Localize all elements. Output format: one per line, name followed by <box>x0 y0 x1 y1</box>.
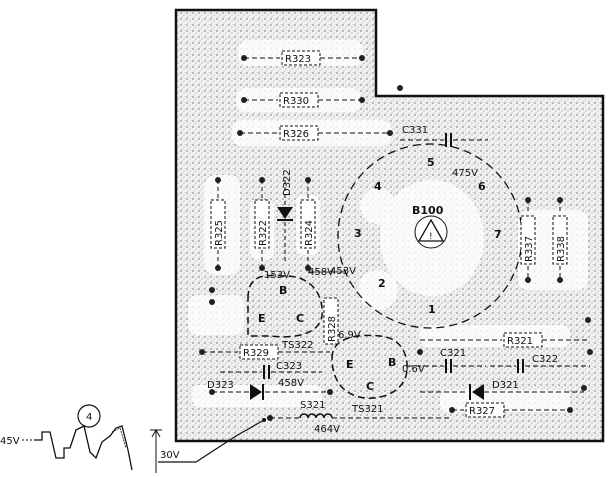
tube-socket-label: B100 <box>412 204 444 217</box>
svg-text:C321: C321 <box>440 348 466 359</box>
voltage-464v: 464V <box>314 424 340 435</box>
svg-text:TS321: TS321 <box>351 404 384 415</box>
resistor-r326: R326 <box>240 125 390 141</box>
svg-text:R328: R328 <box>327 316 338 342</box>
voltage-6-9v: 6.9V <box>338 330 361 341</box>
svg-text:C331: C331 <box>402 125 428 136</box>
svg-text:R321: R321 <box>507 336 533 347</box>
svg-text:TS322: TS322 <box>281 340 314 351</box>
pin-3: 3 <box>354 227 362 240</box>
waveform-pointer <box>158 419 265 463</box>
resistor-r327: R327 <box>452 402 570 418</box>
pin-7: 7 <box>494 228 502 241</box>
pin-4: 4 <box>374 180 382 193</box>
svg-text:E: E <box>346 358 354 371</box>
resistor-r338: R338 <box>552 200 568 280</box>
capacitor-c322: C322 <box>490 354 590 373</box>
capacitor-c323: C323 <box>220 361 322 379</box>
resistor-r329: R329 <box>202 344 330 360</box>
svg-text:R325: R325 <box>214 220 225 246</box>
transistor-ts322: B E C TS322 <box>247 274 323 351</box>
waveform-trace <box>34 425 133 471</box>
coil-s321: S321 <box>270 400 452 419</box>
resistor-r337: R337 <box>520 200 536 280</box>
pin-2: 2 <box>378 277 386 290</box>
svg-text:E: E <box>258 312 266 325</box>
pin-5: 5 <box>427 156 435 169</box>
capacitor-c331: C331 <box>400 125 488 147</box>
resistor-r330: R330 <box>244 92 362 108</box>
svg-text:R327: R327 <box>469 406 495 417</box>
capacitor-c321: C321 <box>408 348 486 373</box>
svg-text:C323: C323 <box>276 361 302 372</box>
svg-text:B: B <box>279 284 287 297</box>
svg-text:R322: R322 <box>258 220 269 246</box>
pin-6: 6 <box>478 180 486 193</box>
waveform-annotation: 4 45V 30V <box>0 404 266 473</box>
svg-text:S321: S321 <box>300 400 325 411</box>
waveform-number: 4 <box>86 412 92 423</box>
svg-text:R324: R324 <box>304 220 315 246</box>
pin-1: 1 <box>428 303 436 316</box>
svg-text:D322: D322 <box>282 169 293 196</box>
resistor-r324: R324 <box>300 180 316 268</box>
svg-text:C: C <box>366 380 374 393</box>
voltage-0-6v: 0.6V <box>402 364 425 375</box>
svg-text:R330: R330 <box>283 96 309 107</box>
diode-d323: D323 <box>207 380 330 400</box>
voltage-475v: 475V <box>452 168 478 179</box>
voltage-458v-bottom: 458V <box>278 378 304 389</box>
resistor-r322: R322 <box>254 180 270 268</box>
svg-text:R323: R323 <box>285 54 311 65</box>
svg-text:!: ! <box>429 232 433 242</box>
svg-text:C: C <box>296 312 304 325</box>
svg-text:B: B <box>388 356 396 369</box>
warning-triangle-icon: ! <box>414 215 448 249</box>
diode-d321: D321 <box>420 380 584 400</box>
resistor-r328: R328 <box>323 297 339 345</box>
waveform-amplitude: 30V <box>160 450 180 461</box>
resistor-r321: R321 <box>420 332 588 348</box>
svg-text:R337: R337 <box>524 236 535 262</box>
transistor-ts321: E B C TS321 <box>331 334 408 415</box>
svg-text:C322: C322 <box>532 354 558 365</box>
svg-text:D321: D321 <box>492 380 519 391</box>
resistor-r325: R325 <box>210 180 226 268</box>
resistor-r323: R323 <box>244 50 362 66</box>
voltage-458v-top: 458V <box>308 267 334 278</box>
voltage-153v: 153V <box>264 270 290 281</box>
diode-d322: D322 <box>277 169 293 262</box>
svg-text:R329: R329 <box>243 348 269 359</box>
waveform-number-circle <box>77 404 101 428</box>
svg-text:D323: D323 <box>207 380 234 391</box>
voltage-453v: 453V <box>330 266 356 277</box>
svg-text:R326: R326 <box>283 129 309 140</box>
svg-text:R338: R338 <box>556 236 567 262</box>
waveform-left-level: 45V <box>0 436 20 447</box>
